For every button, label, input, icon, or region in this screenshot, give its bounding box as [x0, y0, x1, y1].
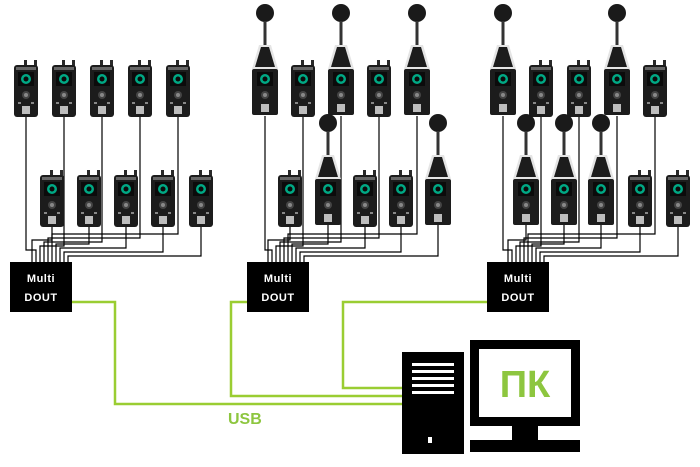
multi-dout-hub-3: Multi DOUT	[487, 262, 549, 312]
sound-level-meter-2-1	[252, 4, 278, 115]
sound-level-meter-3-7	[551, 114, 577, 225]
device-1-7	[77, 170, 101, 227]
multi-dout-hub-1: Multi DOUT	[10, 262, 72, 312]
device-3-3	[567, 60, 591, 117]
device-2-2	[291, 60, 315, 117]
device-1-8	[114, 170, 138, 227]
device-3-10	[666, 170, 690, 227]
usb-label: USB	[228, 411, 262, 428]
device-2-8	[353, 170, 377, 227]
device-1-9	[151, 170, 175, 227]
device-3-5	[643, 60, 667, 117]
device-1-6	[40, 170, 64, 227]
device-cables-2	[264, 116, 439, 262]
device-1-5	[166, 60, 190, 117]
pc-tower	[402, 352, 464, 454]
hub-3-label-line2: DOUT	[501, 292, 534, 304]
sound-level-meter-3-8	[588, 114, 614, 225]
device-1-10	[189, 170, 213, 227]
sound-level-meter-2-10	[425, 114, 451, 225]
hub-1-label-line1: Multi	[27, 273, 55, 285]
multi-dout-hub-2: Multi DOUT	[247, 262, 309, 312]
usb-line-1	[72, 300, 404, 406]
pc-monitor: ПК	[470, 340, 580, 452]
hub-2-label-line2: DOUT	[261, 292, 294, 304]
device-cables-1	[25, 116, 202, 262]
sound-level-meter-3-6	[513, 114, 539, 225]
usb-connections	[72, 300, 487, 406]
device-3-2	[529, 60, 553, 117]
usb-line-3	[341, 300, 487, 390]
sound-level-meter-2-3	[328, 4, 354, 115]
device-1-4	[128, 60, 152, 117]
sound-level-meter-3-1	[490, 4, 516, 115]
device-cables-3	[502, 116, 679, 262]
device-group-1: Multi DOUT	[10, 60, 213, 312]
device-2-6	[278, 170, 302, 227]
hub-2-label-line1: Multi	[264, 273, 292, 285]
device-group-2: Multi DOUT	[247, 4, 451, 312]
device-group-3: Multi DOUT	[487, 4, 690, 312]
device-2-4	[367, 60, 391, 117]
hub-3-label-line1: Multi	[504, 273, 532, 285]
device-1-1	[14, 60, 38, 117]
hub-1-label-line2: DOUT	[24, 292, 57, 304]
sound-level-meter-2-7	[315, 114, 341, 225]
usb-line-2	[229, 300, 404, 398]
device-3-9	[628, 170, 652, 227]
device-1-3	[90, 60, 114, 117]
pc-screen-label: ПК	[500, 364, 551, 406]
sound-level-meter-3-4	[604, 4, 630, 115]
sound-level-meter-2-5	[404, 4, 430, 115]
device-2-9	[389, 170, 413, 227]
device-1-2	[52, 60, 76, 117]
